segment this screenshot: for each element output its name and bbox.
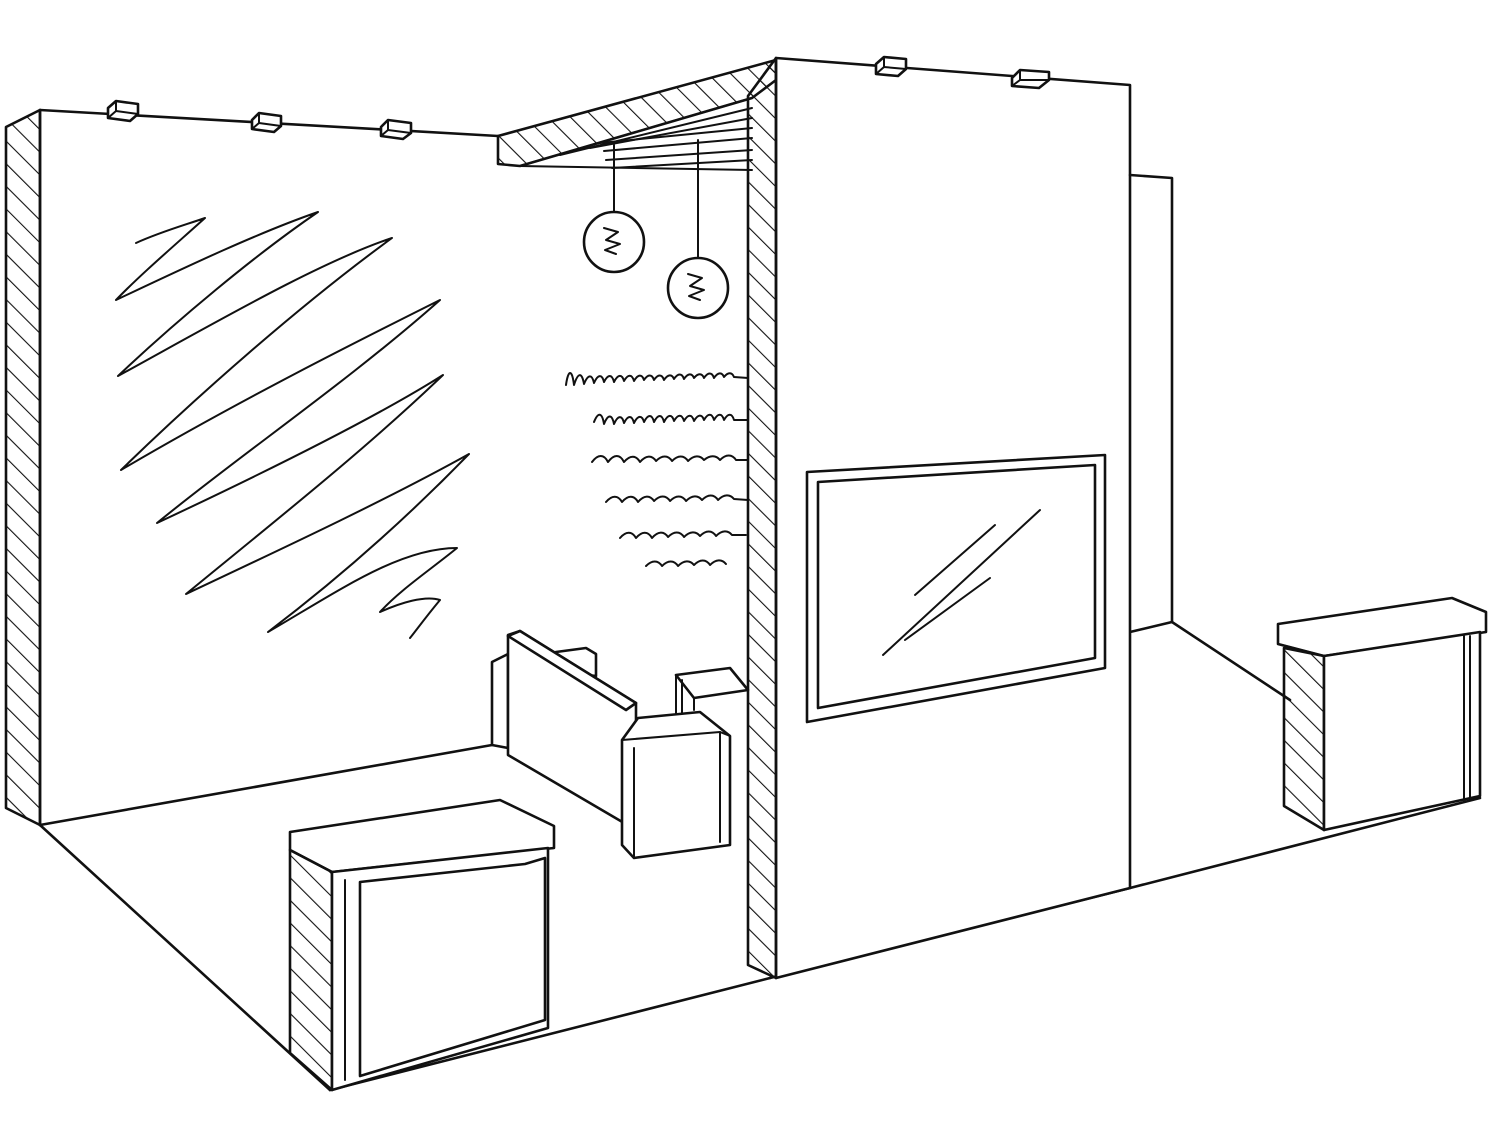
pendant-lamp-icon (582, 144, 646, 274)
spotlight-icon (874, 55, 908, 78)
wall-text-scribble (565, 372, 749, 567)
pendant-lamp-group (582, 139, 730, 320)
sofa-seat (506, 629, 638, 832)
tv-screen (805, 453, 1107, 724)
left-back-wall (4, 108, 500, 827)
spotlight-icon (1010, 68, 1051, 90)
armchair (620, 710, 732, 860)
reception-counter-right (1276, 596, 1488, 832)
ceiling-slats (519, 107, 753, 171)
spotlight-icon (379, 118, 413, 141)
spotlight-icon (106, 99, 140, 123)
wall-graphic-scribble (115, 211, 470, 639)
ceiling-canopy (496, 58, 778, 171)
spotlight-icon (250, 111, 283, 134)
pendant-lamp-icon (666, 139, 730, 320)
reception-counter-left (288, 798, 556, 1092)
spotlight-group-left (106, 99, 413, 141)
spotlight-group-right (874, 55, 1051, 90)
